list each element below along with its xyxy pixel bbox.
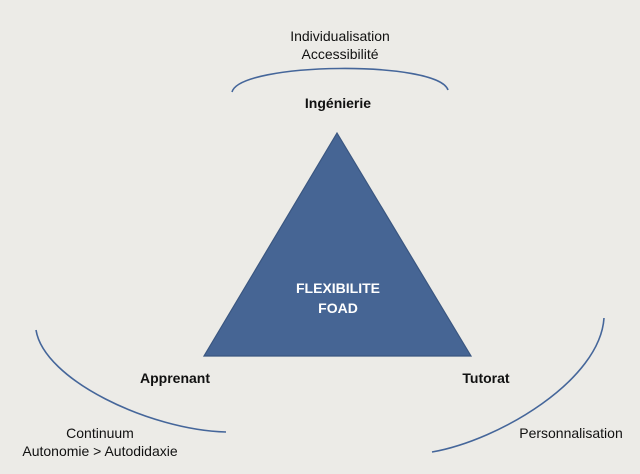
foad-text: FOAD bbox=[318, 300, 358, 316]
label-individualisation: Individualisation bbox=[250, 27, 430, 46]
vertex-apprenant: Apprenant bbox=[120, 369, 230, 388]
individualisation-text: Individualisation bbox=[290, 28, 390, 44]
right-arc bbox=[431, 317, 605, 453]
label-continuum: Continuum bbox=[10, 424, 190, 443]
center-label-flexibilite: FLEXIBILITE bbox=[270, 279, 406, 298]
top-arc bbox=[231, 67, 449, 93]
apprenant-text: Apprenant bbox=[140, 370, 210, 386]
ingenierie-text: Ingénierie bbox=[304, 95, 372, 111]
vertex-tutorat: Tutorat bbox=[438, 369, 534, 388]
left-arc bbox=[35, 329, 227, 433]
label-personnalisation: Personnalisation bbox=[506, 424, 636, 443]
tutorat-text: Tutorat bbox=[462, 370, 510, 386]
flexibilite-text: FLEXIBILITE bbox=[296, 280, 380, 296]
accessibilite-text: Accessibilité bbox=[301, 46, 379, 62]
center-label-foad: FOAD bbox=[270, 299, 406, 318]
personnalisation-text: Personnalisation bbox=[519, 425, 623, 441]
label-accessibilite: Accessibilité bbox=[250, 45, 430, 64]
label-autonomie: Autonomie > Autodidaxie bbox=[0, 442, 200, 461]
flexibility-triangle bbox=[202, 131, 473, 357]
vertex-ingenierie: Ingénierie bbox=[270, 94, 406, 113]
continuum-text: Continuum bbox=[66, 425, 134, 441]
autonomie-text: Autonomie > Autodidaxie bbox=[22, 443, 178, 459]
